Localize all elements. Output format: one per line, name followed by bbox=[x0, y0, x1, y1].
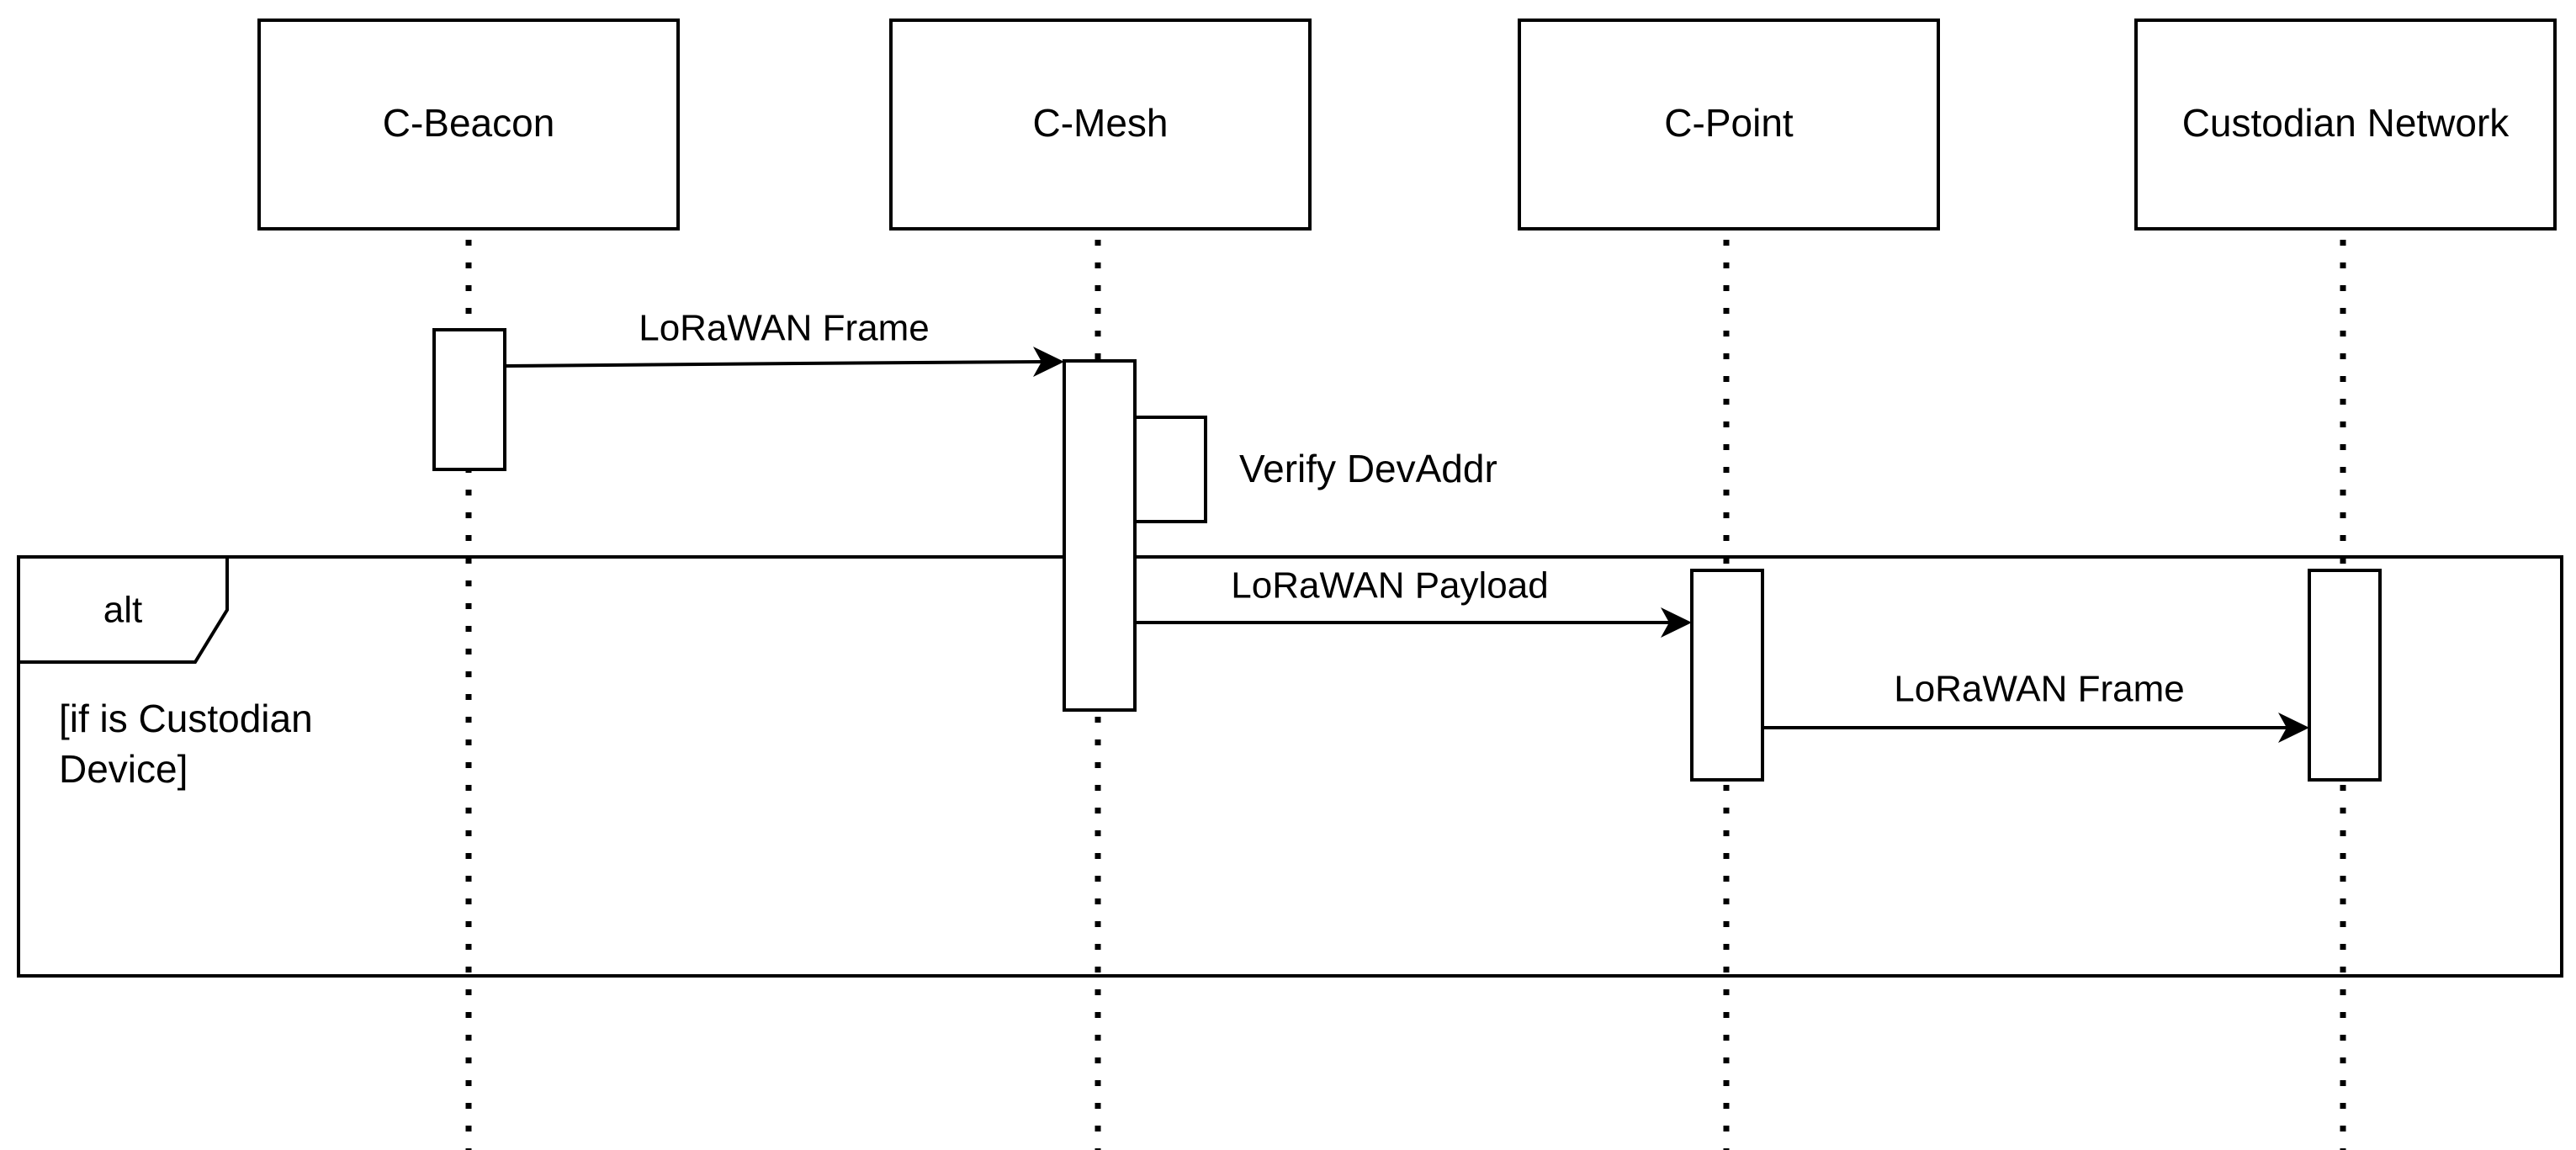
participant-custodian-network: Custodian Network bbox=[2134, 19, 2557, 231]
arrowhead bbox=[1033, 347, 1064, 377]
activation-custodian-network bbox=[2308, 569, 2382, 782]
alt-frame bbox=[17, 555, 2563, 978]
alt-operator-label: alt bbox=[103, 590, 142, 631]
arrowhead bbox=[1661, 607, 1692, 638]
message-label: LoRaWAN Frame bbox=[1894, 669, 2185, 710]
alt-guard-line-2: Device] bbox=[59, 747, 188, 791]
participant-c-point: C-Point bbox=[1518, 19, 1940, 231]
self-call-loop bbox=[1135, 416, 1207, 523]
arrowhead bbox=[2278, 713, 2309, 743]
alt-guard-line-1: [if is Custodian bbox=[59, 697, 313, 740]
message-verify-devaddr: Verify DevAddr bbox=[1135, 416, 1497, 523]
alt-fragment: alt [if is Custodian Device] bbox=[17, 555, 2563, 978]
activation-c-beacon bbox=[432, 328, 506, 471]
participant-label: C-Beacon bbox=[383, 101, 555, 145]
participant-label: C-Point bbox=[1664, 101, 1794, 145]
alt-operator-tab bbox=[19, 557, 229, 664]
participant-label: C-Mesh bbox=[1032, 101, 1168, 145]
message-label: LoRaWAN Frame bbox=[639, 308, 930, 349]
activation-c-point bbox=[1690, 569, 1764, 782]
message-lorawan-payload: LoRaWAN Payload bbox=[1135, 565, 1692, 638]
participant-c-mesh: C-Mesh bbox=[889, 19, 1312, 231]
participant-c-beacon: C-Beacon bbox=[257, 19, 680, 231]
message-lorawan-frame-2: LoRaWAN Frame bbox=[1762, 669, 2309, 743]
message-lorawan-frame-1: LoRaWAN Frame bbox=[504, 308, 1064, 377]
message-label: Verify DevAddr bbox=[1239, 447, 1497, 490]
message-label: LoRaWAN Payload bbox=[1231, 565, 1548, 607]
activation-c-mesh bbox=[1063, 359, 1137, 712]
participant-label: Custodian Network bbox=[2182, 101, 2510, 145]
